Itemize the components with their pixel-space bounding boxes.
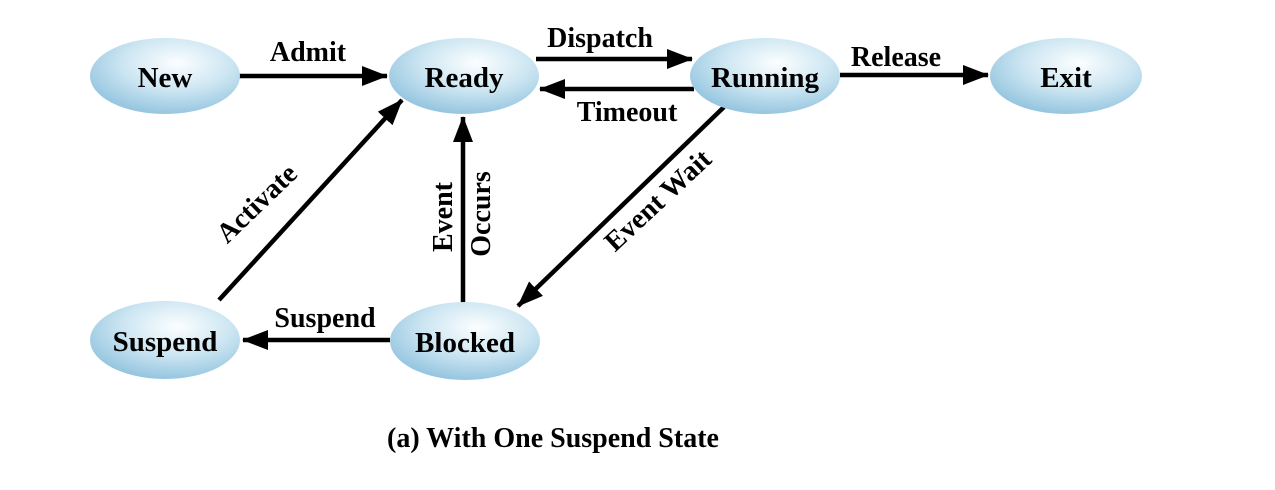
state-exit-ellipse xyxy=(990,38,1142,114)
transition-timeout-label: Timeout xyxy=(577,97,678,128)
state-ready: Ready xyxy=(389,38,539,114)
transition-event-occurs-label-line2: Occurs xyxy=(466,171,497,257)
state-running-label: Running xyxy=(711,62,820,94)
transition-suspend-label: Suspend xyxy=(274,303,376,334)
state-ready-label: Ready xyxy=(425,62,504,94)
state-new: New xyxy=(90,38,240,114)
state-suspend-ellipse xyxy=(90,301,240,379)
transition-event-occurs-label-line1: Event xyxy=(428,181,459,252)
transition-release-label: Release xyxy=(851,42,941,73)
state-suspend: Suspend xyxy=(90,301,240,379)
transition-dispatch-label: Dispatch xyxy=(547,23,653,54)
transition-arrows xyxy=(217,49,989,350)
state-blocked-ellipse xyxy=(390,302,540,380)
state-exit: Exit xyxy=(990,38,1142,114)
state-running: Running xyxy=(690,38,840,114)
transition-activate-arrow xyxy=(217,98,404,302)
state-ready-ellipse xyxy=(389,38,539,114)
state-blocked-label: Blocked xyxy=(415,327,515,359)
transition-activate-label: Activate xyxy=(211,158,304,249)
state-suspend-label: Suspend xyxy=(113,326,218,358)
state-nodes: New Ready Running Exit Suspend Blocked xyxy=(90,38,1142,380)
state-new-ellipse xyxy=(90,38,240,114)
state-running-ellipse xyxy=(690,38,840,114)
transition-event-wait-label: Event Wait xyxy=(599,143,719,258)
transition-admit-label: Admit xyxy=(270,37,347,68)
state-new-label: New xyxy=(138,62,193,94)
state-blocked: Blocked xyxy=(390,302,540,380)
figure-caption: (a) With One Suspend State xyxy=(387,423,719,454)
transition-event-wait-arrow xyxy=(516,105,726,308)
state-exit-label: Exit xyxy=(1040,62,1092,94)
